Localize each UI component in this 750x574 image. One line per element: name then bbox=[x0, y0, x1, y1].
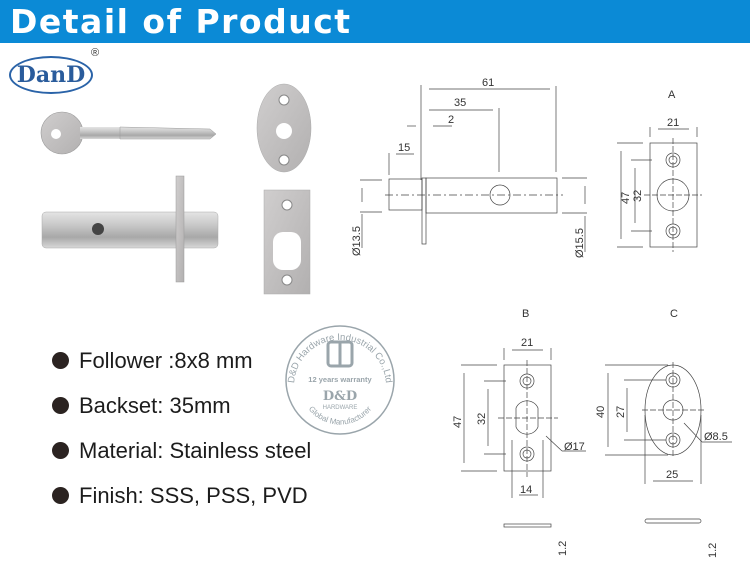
svg-text:Ø8.5: Ø8.5 bbox=[704, 431, 728, 443]
svg-text:D&D: D&D bbox=[323, 389, 357, 404]
svg-text:35: 35 bbox=[454, 97, 466, 109]
svg-text:HARDWARE: HARDWARE bbox=[323, 405, 358, 411]
drawing-B bbox=[461, 348, 586, 528]
key-photo bbox=[40, 111, 217, 155]
feature-item: Material: Stainless steel bbox=[52, 428, 311, 473]
feature-label: Follower :8x8 mm bbox=[79, 347, 253, 373]
drawing-A bbox=[617, 127, 702, 252]
feature-item: Follower :8x8 mm bbox=[52, 338, 311, 383]
header-banner: Detail of Product bbox=[0, 0, 750, 43]
page-title: Detail of Product bbox=[10, 2, 352, 41]
svg-text:C: C bbox=[670, 308, 678, 320]
feature-list: Follower :8x8 mm Backset: 35mm Material:… bbox=[52, 338, 311, 518]
svg-text:25: 25 bbox=[666, 469, 678, 481]
bullet-icon bbox=[52, 397, 69, 414]
svg-text:A: A bbox=[668, 89, 676, 101]
svg-text:Ø15.5: Ø15.5 bbox=[574, 228, 586, 258]
bolt-photo bbox=[41, 175, 219, 283]
svg-text:Ø17: Ø17 bbox=[564, 441, 585, 453]
svg-text:32: 32 bbox=[632, 190, 644, 202]
main-bolt-drawing bbox=[360, 85, 587, 252]
svg-text:14: 14 bbox=[520, 484, 532, 496]
bullet-icon bbox=[52, 442, 69, 459]
bullet-icon bbox=[52, 487, 69, 504]
svg-text:15: 15 bbox=[398, 142, 410, 154]
svg-text:40: 40 bbox=[595, 406, 607, 418]
bullet-icon bbox=[52, 352, 69, 369]
svg-text:21: 21 bbox=[521, 337, 533, 349]
svg-text:32: 32 bbox=[476, 413, 488, 425]
feature-item: Backset: 35mm bbox=[52, 383, 311, 428]
brand-logo-text: DanD bbox=[16, 62, 86, 88]
warranty-stamp: D&D Hardware Industrial Co.,Ltd 12 years… bbox=[285, 325, 395, 435]
feature-label: Material: Stainless steel bbox=[79, 437, 312, 463]
oval-plate-photo bbox=[256, 83, 312, 173]
registered-mark: ® bbox=[91, 47, 100, 59]
svg-text:Ø13.5: Ø13.5 bbox=[351, 226, 363, 256]
feature-label: Finish: SSS, PSS, PVD bbox=[79, 482, 308, 508]
svg-text:1.2: 1.2 bbox=[557, 541, 569, 556]
svg-text:12 years warranty: 12 years warranty bbox=[308, 375, 372, 384]
feature-label: Backset: 35mm bbox=[79, 392, 231, 418]
svg-text:61: 61 bbox=[482, 77, 494, 89]
svg-text:47: 47 bbox=[620, 192, 632, 204]
svg-text:2: 2 bbox=[448, 114, 454, 126]
brand-logo: DanD bbox=[9, 56, 93, 94]
svg-text:47: 47 bbox=[452, 416, 464, 428]
product-photos bbox=[40, 83, 312, 295]
rect-plate-photo bbox=[263, 189, 311, 295]
svg-text:1.2: 1.2 bbox=[707, 543, 719, 558]
svg-text:21: 21 bbox=[667, 117, 679, 129]
feature-item: Finish: SSS, PSS, PVD bbox=[52, 473, 311, 518]
svg-text:B: B bbox=[522, 308, 529, 320]
svg-text:27: 27 bbox=[615, 406, 627, 418]
drawing-C bbox=[605, 362, 732, 524]
